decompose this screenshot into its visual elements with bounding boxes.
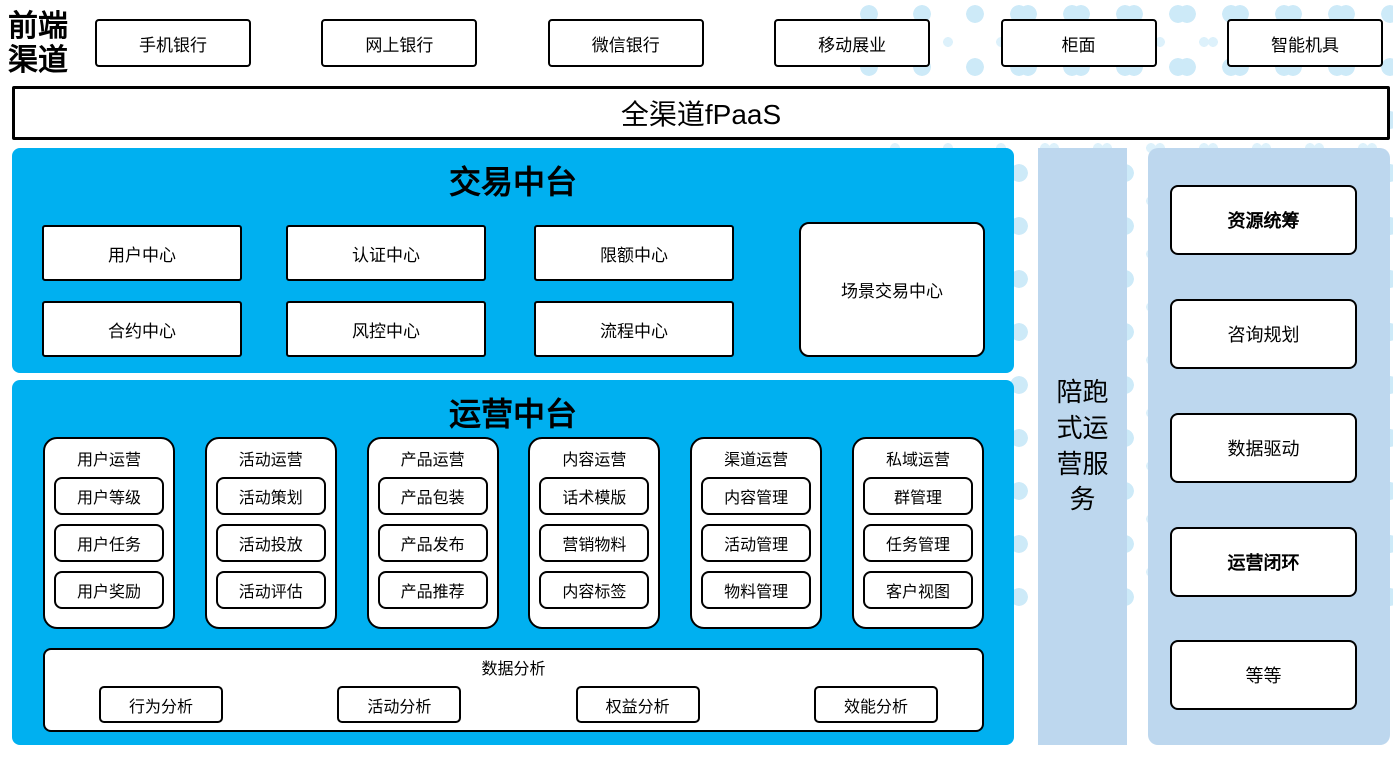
fpaas-bar: 全渠道fPaaS <box>12 86 1390 140</box>
analysis-item-behavior: 行为分析 <box>99 686 223 723</box>
ops-item: 活动管理 <box>701 524 812 562</box>
trade-platform-title: 交易中台 <box>448 164 577 200</box>
ops-item: 用户任务 <box>54 524 164 562</box>
accompany-service-bar: 陪跑式运营服务 <box>1038 148 1127 745</box>
ops-col-header: 内容运营 <box>562 452 627 469</box>
channel-online-banking: 网上银行 <box>321 19 478 67</box>
data-analysis-row: 行为分析 活动分析 权益分析 效能分析 <box>45 679 982 723</box>
ops-item: 产品包装 <box>377 477 488 515</box>
user-center-box: 用户中心 <box>42 225 242 281</box>
ops-item: 内容标签 <box>539 571 650 609</box>
ops-item: 产品发布 <box>377 524 488 562</box>
ops-col-user: 用户运营 用户等级 用户任务 用户奖励 <box>43 437 175 629</box>
ops-item: 用户等级 <box>54 477 164 515</box>
ops-item: 客户视图 <box>862 571 973 609</box>
limit-center-box: 限额中心 <box>534 225 734 281</box>
ops-platform-title: 运营中台 <box>448 396 577 432</box>
data-analysis-container: 数据分析 行为分析 活动分析 权益分析 效能分析 <box>43 648 984 732</box>
ops-col-channel: 渠道运营 内容管理 活动管理 物料管理 <box>690 437 823 629</box>
ops-item: 内容管理 <box>701 477 812 515</box>
ops-col-content: 内容运营 话术模版 营销物料 内容标签 <box>528 437 661 629</box>
ops-col-product: 产品运营 产品包装 产品发布 产品推荐 <box>366 437 499 629</box>
channel-smart-machine: 智能机具 <box>1226 19 1383 67</box>
process-center-box: 流程中心 <box>534 301 734 357</box>
analysis-item-efficiency: 效能分析 <box>813 686 938 723</box>
service-data-driven: 数据驱动 <box>1170 413 1357 483</box>
ops-item: 活动投放 <box>215 524 326 562</box>
ops-item: 物料管理 <box>701 571 812 609</box>
front-channel-label: 前端渠道 <box>8 10 68 77</box>
channel-mobile-banking: 手机银行 <box>95 19 251 67</box>
auth-center-box: 认证中心 <box>286 225 486 281</box>
ops-item: 活动策划 <box>215 477 326 515</box>
ops-col-header: 活动运营 <box>238 452 303 469</box>
ops-col-private: 私域运营 群管理 任务管理 客户视图 <box>851 437 984 629</box>
ops-col-header: 用户运营 <box>76 452 141 469</box>
service-etc: 等等 <box>1170 640 1357 710</box>
trade-platform-panel: 交易中台 用户中心 认证中心 限额中心 合约中心 风控中心 流程中心 场景交易中… <box>12 148 1014 373</box>
analysis-item-benefit: 权益分析 <box>575 686 700 723</box>
ops-col-header: 产品运营 <box>400 452 465 469</box>
ops-col-header: 渠道运营 <box>724 452 789 469</box>
data-analysis-title: 数据分析 <box>481 661 546 678</box>
ops-item: 产品推荐 <box>377 571 488 609</box>
scene-trade-center-box: 场景交易中心 <box>799 222 985 357</box>
ops-item: 话术模版 <box>539 477 650 515</box>
services-panel: 资源统筹 咨询规划 数据驱动 运营闭环 等等 <box>1148 148 1390 745</box>
ops-item: 用户奖励 <box>54 571 164 609</box>
ops-platform-panel: 运营中台 用户运营 用户等级 用户任务 用户奖励 活动运营 活动策划 活动投放 … <box>12 380 1014 745</box>
risk-center-box: 风控中心 <box>286 301 486 357</box>
service-consult-planning: 咨询规划 <box>1170 299 1357 369</box>
ops-columns: 用户运营 用户等级 用户任务 用户奖励 活动运营 活动策划 活动投放 活动评估 … <box>43 437 984 629</box>
service-resource-overall: 资源统筹 <box>1170 185 1357 255</box>
ops-item: 活动评估 <box>215 571 326 609</box>
service-ops-closed-loop: 运营闭环 <box>1170 527 1357 597</box>
ops-item: 营销物料 <box>539 524 650 562</box>
ops-item: 群管理 <box>862 477 973 515</box>
channel-row: 手机银行 网上银行 微信银行 移动展业 柜面 智能机具 <box>95 19 1383 67</box>
accompany-service-label: 陪跑式运营服务 <box>1056 376 1109 515</box>
ops-col-activity: 活动运营 活动策划 活动投放 活动评估 <box>204 437 337 629</box>
contract-center-box: 合约中心 <box>42 301 242 357</box>
ops-item: 任务管理 <box>862 524 973 562</box>
analysis-item-activity: 活动分析 <box>337 686 462 723</box>
channel-mobile-marketing: 移动展业 <box>774 19 931 67</box>
channel-counter: 柜面 <box>1000 19 1157 67</box>
ops-col-header: 私域运营 <box>885 452 950 469</box>
channel-wechat-banking: 微信银行 <box>547 19 704 67</box>
